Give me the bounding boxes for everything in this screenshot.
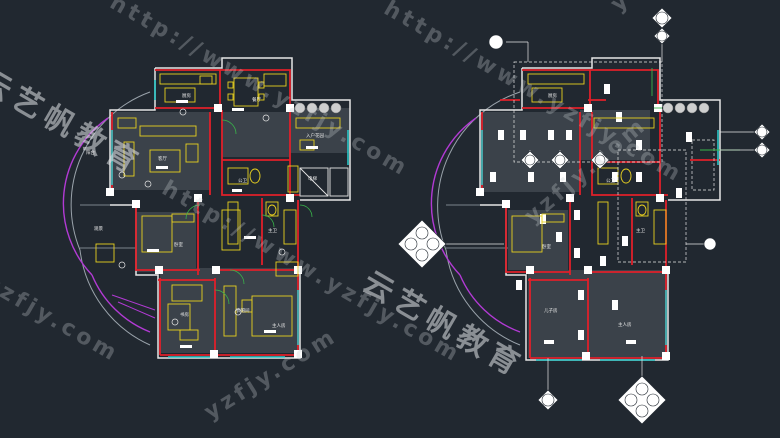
label-lift: 电梯: [308, 177, 317, 182]
label-study: 书房: [180, 313, 189, 318]
label-guest-bath: 公卫: [238, 179, 247, 184]
label-bedroom: 卧室: [174, 243, 183, 248]
label-master-bedroom: 主人房: [272, 324, 286, 329]
label-entrance-garden: 入户花园: [306, 134, 324, 139]
label-bedroom-right: 卧室: [542, 245, 551, 250]
label-master-bath: 主卫: [268, 229, 277, 234]
label-kitchen-right: 厨房: [548, 94, 557, 99]
label-balcony: 阳台: [86, 151, 95, 156]
label-guest-bath-right: 公卫: [606, 179, 615, 184]
label-kid-room-right: 儿子房: [544, 309, 558, 314]
left-floor-plan: [62, 57, 351, 359]
label-cloak: 衣帽间: [236, 309, 250, 314]
right-floor-plan: [430, 30, 754, 392]
label-master-bath-right: 主卫: [636, 229, 645, 234]
elevation-markers: [397, 7, 771, 425]
label-kitchen: 厨房: [182, 94, 191, 99]
label-living: 客厅: [158, 157, 167, 162]
label-master-bedroom-right: 主人房: [618, 323, 632, 328]
label-dining: 餐厅: [252, 98, 261, 103]
label-scenic: 观景: [94, 227, 103, 232]
